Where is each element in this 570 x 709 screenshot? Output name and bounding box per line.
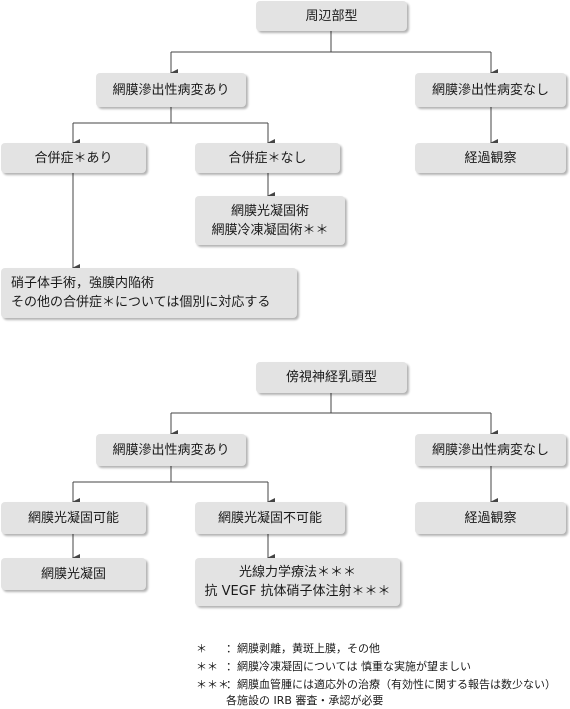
node-label-line1: 硝子体手術，強膜内陥術 [11,276,155,291]
node-surgery: 硝子体手術，強膜内陥術 その他の合併症＊については個別に対応する [1,268,297,318]
node-pdt-anti-vegf: 光線力学療法＊＊＊ 抗 VEGF 抗体硝子体注射＊＊＊ [195,558,400,606]
footnote-legend: ＊ ：網膜剥離，黄斑上膜，その他 ＊＊ ：網膜冷凍凝固については 慎重な実施が望… [196,640,568,708]
node-label: 傍視神経乳頭型 [285,370,377,385]
node-label: 網膜滲出性病変なし [431,442,549,458]
node-label-line2: 抗 VEGF 抗体硝子体注射＊＊＊ [204,584,391,599]
node-label: 周辺部型 [305,8,358,24]
node-root-peripheral: 周辺部型 [256,1,407,31]
footnote-text: 各施設の IRB 審査・承認が必要 [226,694,384,707]
node-photocoagulation-cryotherapy: 網膜光凝固術 網膜冷凍凝固術＊＊ [195,196,345,245]
node-exudative-lesion-absent: 網膜滲出性病変なし [415,73,566,107]
node-photocoagulation-impossible: 網膜光凝固不可能 [195,502,345,534]
node-label: 網膜滲出性病変なし [431,82,549,98]
node-label: 網膜光凝固可能 [27,510,119,526]
footnote-text: ：網膜冷凍凝固については 慎重な実施が望ましい [226,660,471,673]
node-root-juxtapapillary: 傍視神経乳頭型 [256,362,407,393]
node-complication-present: 合併症＊あり [1,143,146,173]
node-photocoagulation-possible: 網膜光凝固可能 [1,502,146,534]
node-complication-absent: 合併症＊なし [195,143,340,173]
node-label-line2: その他の合併症＊については個別に対応する [11,295,271,310]
node-label-line1: 網膜光凝固術 [230,203,309,219]
node-label: 合併症＊なし [228,150,307,166]
node-label: 網膜光凝固 [40,566,106,582]
node-label: 経過観察 [464,510,517,526]
node-label: 網膜滲出性病変あり [112,82,230,98]
node-exudative-lesion-present-2: 網膜滲出性病変あり [96,434,246,466]
node-label-line1: 光線力学療法＊＊＊ [238,565,356,580]
node-exudative-lesion-absent-2: 網膜滲出性病変なし [415,434,566,466]
footnote-mark: ＊＊ [196,660,218,673]
node-photocoagulation: 網膜光凝固 [1,558,146,590]
node-label: 合併症＊あり [34,150,113,166]
footnote-text: ：網膜剥離，黄斑上膜，その他 [226,642,380,655]
node-label-line2: 網膜冷凍凝固術＊＊ [211,222,329,238]
footnote-mark: ＊＊＊ [196,678,229,691]
node-label: 網膜光凝固不可能 [217,510,322,526]
node-exudative-lesion-present: 網膜滲出性病変あり [96,73,246,107]
footnote-mark: ＊ [196,642,207,655]
node-observation-2: 経過観察 [415,502,566,534]
node-observation: 経過観察 [415,143,566,173]
node-label: 経過観察 [464,150,517,166]
node-label: 網膜滲出性病変あり [112,442,230,458]
footnote-text: ：網膜血管腫には適応外の治療（有効性に関する報告は数少ない） [226,678,556,691]
